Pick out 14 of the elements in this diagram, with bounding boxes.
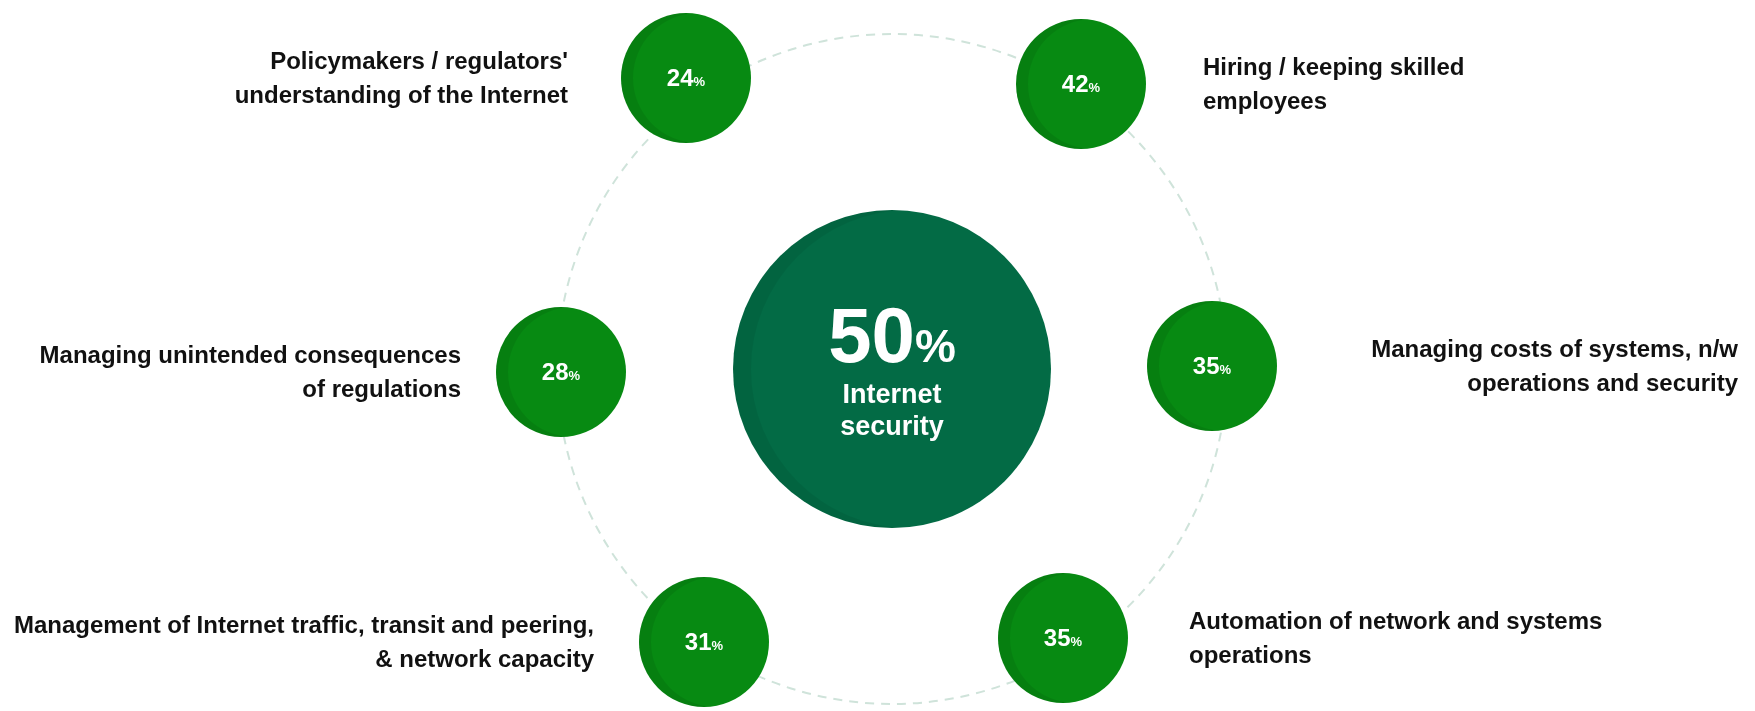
center-label: Internet security: [839, 378, 945, 442]
factor-label: Management of Internet traffic, transit and peering, & network capacity: [12, 610, 594, 674]
factor-label: Policymakers / regulators' understanding of the Internet: [233, 46, 568, 110]
factor-label: Managing unintended consequences of regulations: [38, 340, 461, 404]
factor-label: Automation of network and systems operations: [1189, 606, 1604, 670]
factor-label: Managing costs of systems, n/w operations and security: [1370, 334, 1738, 398]
percentage-value: 31%: [684, 630, 724, 654]
percentage-value: 42%: [1061, 72, 1101, 96]
percentage-value: 35%: [1192, 354, 1232, 378]
percentage-value: 35%: [1043, 626, 1083, 650]
percentage-value: 24%: [666, 66, 706, 90]
factor-label: Hiring / keeping skilled employees: [1203, 52, 1466, 116]
percentage-value: 50%: [828, 296, 956, 374]
percentage-value: 28%: [541, 360, 581, 384]
